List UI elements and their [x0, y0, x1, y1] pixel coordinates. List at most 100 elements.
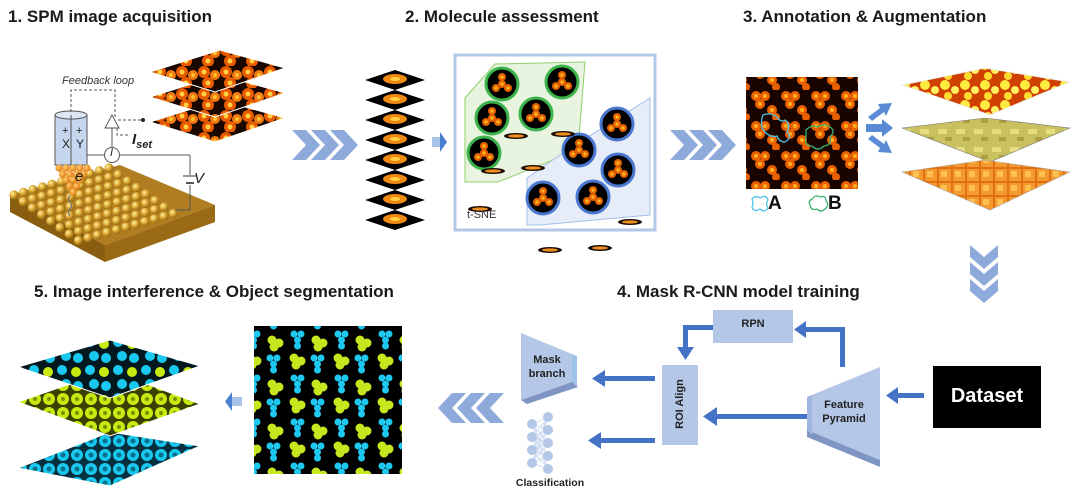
gold-atom	[112, 197, 122, 207]
legend-a-icon	[751, 195, 769, 212]
nn-node	[543, 464, 553, 474]
molecule-ring-center	[541, 196, 545, 200]
gold-atom	[75, 189, 85, 200]
molecule-ring-center	[583, 152, 587, 156]
molecule-ring-center	[577, 148, 581, 152]
augmentation-arrows	[866, 103, 893, 153]
voltage-label: V	[194, 170, 205, 187]
flat-molecule-core	[592, 246, 608, 250]
nn-node	[543, 412, 553, 422]
current-label: I	[110, 147, 114, 159]
legend-b-icon	[808, 195, 829, 212]
gold-atom	[92, 230, 102, 240]
ammeter-icon	[104, 147, 120, 163]
molecule-ring-center	[615, 122, 619, 126]
tip-atom	[69, 176, 77, 184]
gold-atom	[103, 181, 113, 191]
mask-branch-line2: branch	[528, 368, 566, 380]
nn-node	[543, 451, 553, 461]
roi-align-label: ROI Align	[674, 379, 686, 429]
legend-a-label: A	[768, 193, 782, 214]
gold-atom	[159, 202, 169, 212]
molecule-ring-center	[500, 75, 504, 79]
rpn-label: RPN	[741, 318, 765, 330]
gold-atom	[84, 205, 94, 215]
tip-atom	[62, 164, 70, 172]
molecule-ring-center	[535, 200, 539, 204]
annotation-b-outline	[804, 124, 834, 150]
gold-atom	[46, 216, 56, 226]
gold-atom	[56, 204, 66, 214]
gold-atom	[18, 196, 28, 207]
tip-atom	[76, 164, 84, 172]
molecule-ring-center	[500, 82, 504, 86]
molecule-ring-center	[540, 116, 544, 120]
molecule-ring-center	[610, 172, 614, 176]
molecule-ring-center	[585, 199, 589, 203]
tip-atom	[72, 170, 81, 178]
flat-molecule-core	[542, 248, 558, 252]
gold-atom	[55, 213, 65, 223]
gold-atom	[83, 224, 93, 234]
gold-atom	[46, 207, 56, 217]
feature-pyramid-line1: Feature	[824, 399, 864, 411]
gold-atom	[111, 225, 121, 235]
gold-atom	[27, 203, 37, 213]
gold-atom	[121, 204, 132, 214]
tip-atom	[58, 170, 67, 178]
molecule-ring-center	[488, 155, 492, 159]
gold-atom	[84, 196, 94, 206]
molecule-ring-center	[591, 188, 595, 192]
segmentation-result-image	[254, 326, 402, 474]
molecule-core	[390, 117, 400, 121]
gold-atom	[141, 189, 151, 199]
small-arrow-left-icon	[225, 392, 242, 411]
mask-branch-line1: Mask	[533, 354, 561, 366]
chevron-down-icon	[970, 245, 998, 303]
rpn-box	[713, 310, 793, 343]
gold-atom	[121, 222, 131, 232]
gold-atom	[150, 195, 160, 206]
molecule-ring-center	[528, 116, 532, 120]
piezo-y: Y	[76, 137, 85, 151]
gold-atom	[131, 210, 141, 220]
tip-atom	[65, 182, 74, 190]
legend-b-label: B	[828, 193, 842, 214]
arrow-roi-to-mask	[592, 370, 655, 387]
gold-atom	[131, 201, 141, 211]
chevron-left-icon	[438, 393, 504, 423]
gold-atom	[159, 211, 169, 221]
molecule-ring-center	[571, 152, 575, 156]
step3-title: 3. Annotation & Augmentation	[743, 7, 987, 26]
gold-atom	[103, 191, 113, 201]
tip-atom	[62, 176, 70, 184]
classification-label: Classification	[515, 477, 585, 489]
gold-atom	[46, 198, 57, 208]
molecule-ring-center	[534, 105, 538, 109]
flat-molecule-core	[485, 169, 501, 173]
molecule-ring-center	[494, 86, 498, 90]
arrow-pyramid-to-rpn	[794, 321, 845, 367]
molecule-ring-center	[609, 126, 613, 130]
flat-molecule-core	[472, 207, 488, 211]
gold-atom	[64, 229, 74, 239]
gold-atom	[102, 227, 112, 237]
roi-align-box	[662, 365, 698, 445]
gold-atom	[140, 207, 150, 217]
gold-atom	[94, 184, 104, 194]
gold-atom	[112, 206, 122, 216]
feature-pyramid-label: Feature Pyramid	[808, 398, 880, 426]
molecule-ring-center	[560, 80, 564, 84]
molecule-ring-center	[484, 120, 488, 124]
gold-atom	[37, 191, 47, 201]
gold-atom	[83, 214, 94, 224]
gold-atom	[93, 221, 103, 231]
molecule-ring-center	[496, 120, 500, 124]
gold-atom	[83, 233, 93, 243]
step1-title: 1. SPM image acquisition	[8, 7, 213, 26]
gold-atom	[130, 219, 140, 229]
small-arrow-right-icon	[432, 132, 447, 152]
molecule-core	[390, 157, 400, 161]
chevron-right-icon	[670, 130, 736, 160]
molecule-ring-center	[597, 199, 601, 203]
